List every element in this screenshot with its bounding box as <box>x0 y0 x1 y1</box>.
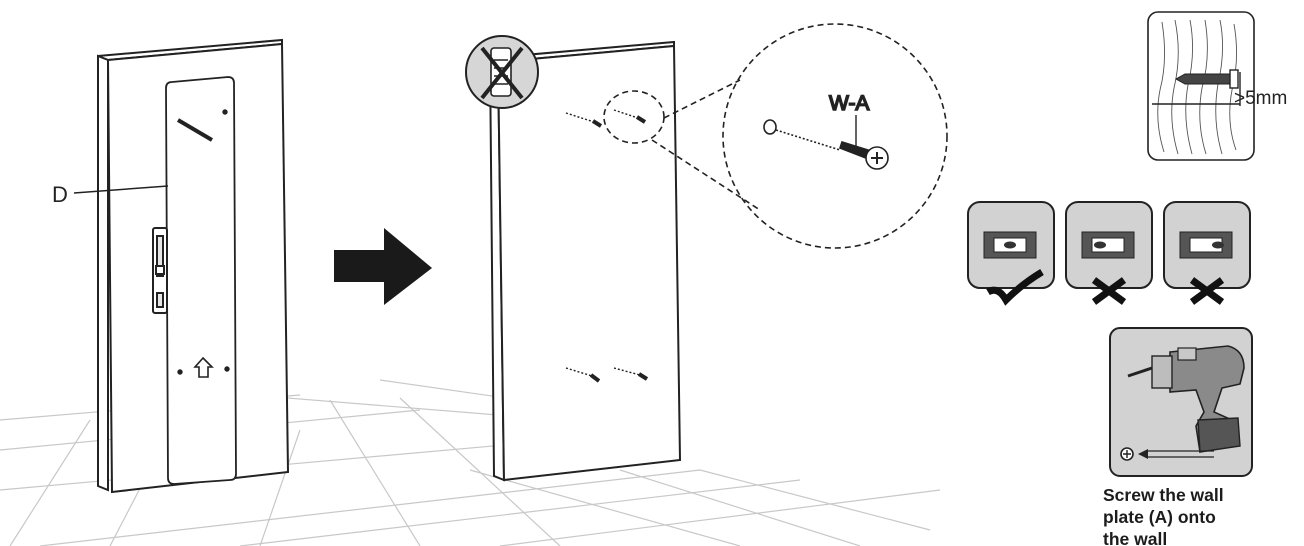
screws-bottom <box>565 367 649 383</box>
level-check-wrong-1 <box>1065 201 1153 305</box>
no-wall-anchor-icon <box>465 35 539 109</box>
phillips-screw-icon <box>1123 450 1131 458</box>
up-arrow-icon <box>193 356 214 378</box>
check-mark-icon <box>986 268 1044 306</box>
screws-top <box>565 109 647 128</box>
label-d: D <box>52 182 68 207</box>
wall-panel-right <box>486 40 682 482</box>
zoom-callout-circle <box>603 23 948 249</box>
power-drill-icon <box>1109 327 1253 477</box>
drilling-template-d <box>165 76 237 485</box>
label-depth: >5mm <box>1234 88 1287 109</box>
label-d-pointer: D <box>52 182 169 207</box>
cross-mark-icon <box>1189 277 1225 305</box>
spirit-level-vertical <box>152 227 168 314</box>
right-arrow-icon <box>334 228 432 305</box>
level-check-wrong-2 <box>1163 201 1251 305</box>
label-w-a: W-A <box>829 92 869 115</box>
instruction-caption: Screw the wall plate (A) onto the wall <box>1103 485 1224 546</box>
wood-screw-depth-detail: >5mm <box>1147 11 1287 161</box>
screw-detail: W-A <box>763 91 889 170</box>
phillips-screw-icon <box>871 152 883 164</box>
level-check-correct <box>967 201 1055 306</box>
cross-mark-icon <box>1091 277 1127 305</box>
